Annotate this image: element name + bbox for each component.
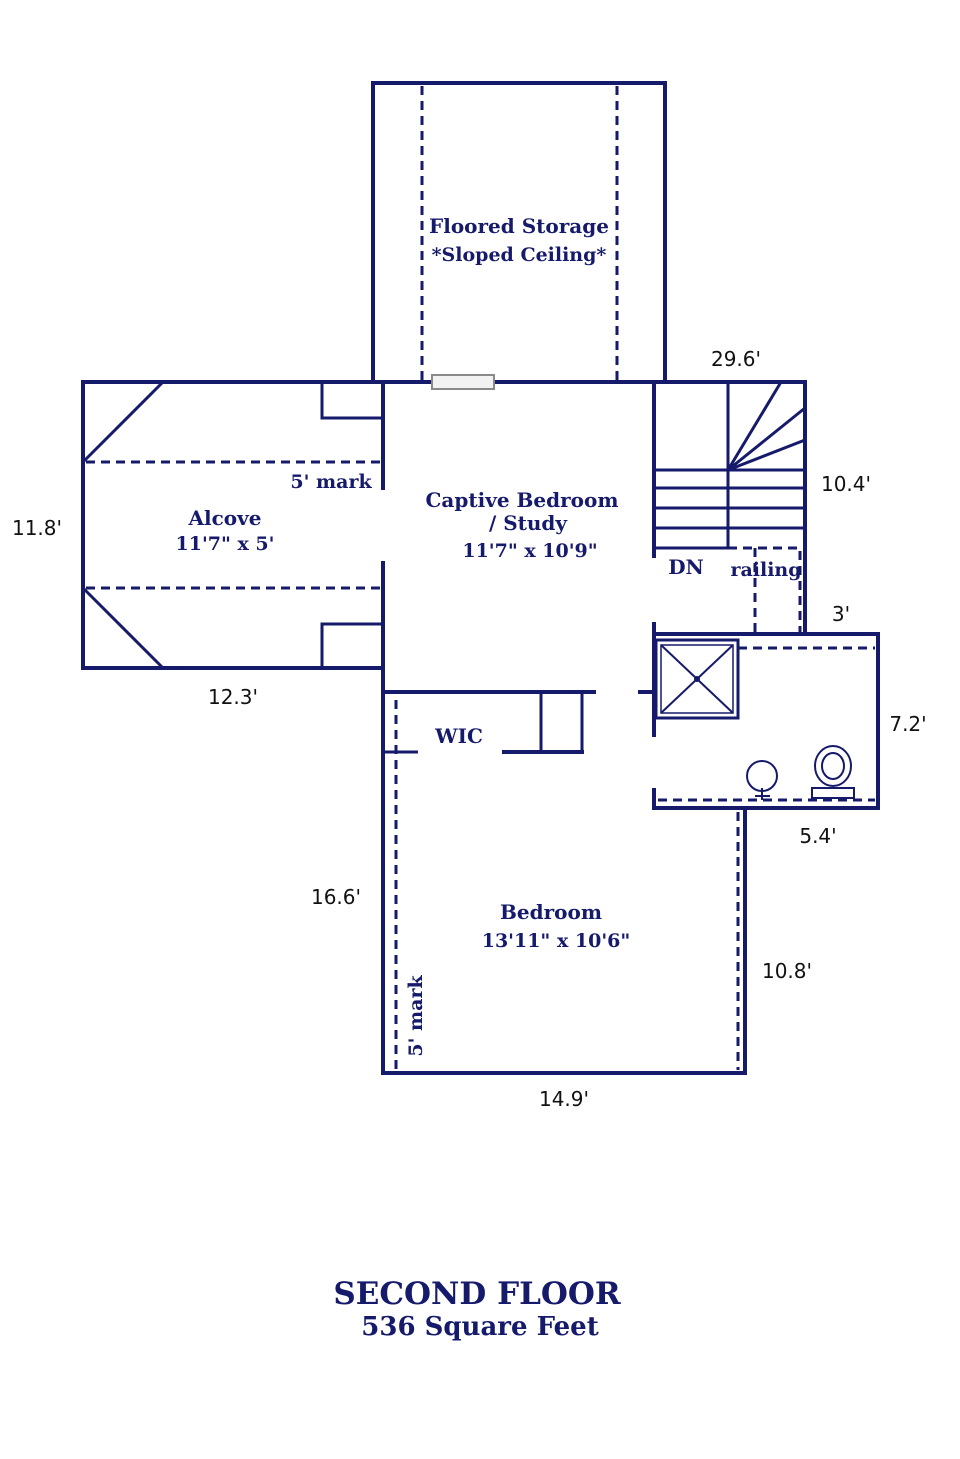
dim-bath-height: 7.2' (889, 712, 926, 736)
captive-name-line1: Captive Bedroom (426, 488, 619, 512)
alcove-diagonal-bottom (81, 586, 165, 670)
bedroom-walls (381, 666, 747, 1075)
captive-size: 11'7" x 10'9" (462, 540, 597, 562)
alcove-name: Alcove (188, 506, 262, 530)
dim-alcove-width: 12.3' (208, 685, 258, 709)
attic-hatch[interactable] (431, 374, 495, 390)
alcove-box-bottom (320, 622, 383, 668)
sink-icon (746, 760, 778, 800)
dim-bath-offset: 3' (832, 602, 850, 626)
wic-shelf (539, 692, 584, 754)
alcove-5ft-mark: 5' mark (290, 471, 372, 493)
stair-winder-1 (726, 381, 783, 471)
storage-name: Floored Storage (429, 214, 609, 238)
bedroom-name: Bedroom (500, 900, 602, 924)
stair-winder-3 (727, 438, 806, 472)
stair-winder-2 (727, 406, 806, 472)
bath-walls (652, 632, 880, 810)
storage-walls (371, 81, 667, 384)
dashed-lines (86, 86, 875, 1070)
alcove-walls (81, 380, 385, 670)
railing-label: railing (730, 559, 801, 581)
railing-line (728, 546, 802, 634)
alcove-diagonal-top (81, 380, 165, 464)
storage-note: *Sloped Ceiling* (432, 244, 607, 266)
dim-alcove-height: 11.8' (12, 516, 62, 540)
stairs-down-label: DN (668, 555, 704, 579)
alcove-size: 11'7" x 5' (176, 533, 275, 555)
wic-name: WIC (434, 724, 483, 748)
room-labels: Floored Storage *Sloped Ceiling* Alcove … (176, 214, 802, 1057)
captive-name-line2: / Study (489, 511, 568, 535)
dim-bedroom-right: 10.8' (762, 959, 812, 983)
dim-bath-width: 5.4' (799, 824, 836, 848)
floor-area: 536 Square Feet (361, 1312, 598, 1342)
dim-top-right: 29.6' (711, 347, 761, 371)
bedroom-size: 13'11" x 10'6" (482, 930, 631, 952)
shower (654, 638, 740, 720)
bedroom-5ft-mark: 5' mark (405, 975, 427, 1057)
dim-stairs-height: 10.4' (821, 472, 871, 496)
dim-bedroom-left: 16.6' (311, 885, 361, 909)
dim-bedroom-width: 14.9' (539, 1087, 589, 1111)
dimension-labels: 29.6' 10.4' 11.8' 12.3' 3' 7.2' 5.4' 16.… (12, 347, 927, 1111)
alcove-box-top (320, 382, 383, 420)
toilet-icon (811, 745, 855, 799)
floor-title: SECOND FLOOR (333, 1276, 621, 1312)
staircase[interactable] (654, 381, 806, 550)
